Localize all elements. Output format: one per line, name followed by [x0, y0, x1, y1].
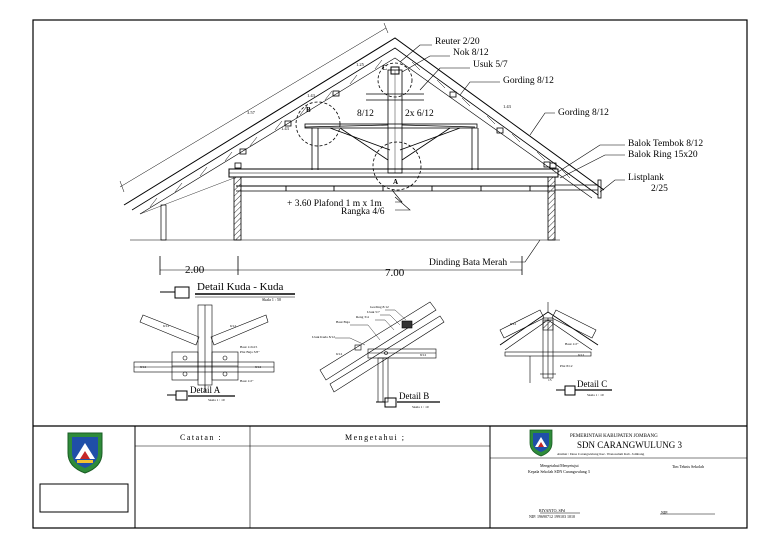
- svg-text:Plat Baja 3/8": Plat Baja 3/8": [240, 350, 260, 354]
- label-balok-tembok: Balok Tembok 8/12: [628, 139, 703, 149]
- mengetahui-label: Mengetahui ;: [345, 433, 405, 442]
- drawing-title-block: Detail Kuda - Kuda Skala 1 : 50: [160, 281, 295, 302]
- detail-c-caption: Detail C Skala 1 : 10: [556, 379, 612, 397]
- nip-kepala: NIP. 19690712 199103 1010: [529, 514, 575, 519]
- school-name: SDN CARANGWULUNG 3: [577, 440, 682, 450]
- detail-a-title: Detail A: [190, 385, 221, 395]
- marker-b: B: [306, 106, 311, 114]
- dim-main: 7.00: [385, 267, 405, 279]
- svg-text:8/12: 8/12: [140, 365, 146, 369]
- label-reuter: Reuter 2/20: [435, 37, 480, 47]
- nama-kepala: RIYANTO, SPd: [539, 508, 565, 514]
- sheet-border: [32, 19, 748, 529]
- svg-text:6/12: 6/12: [163, 324, 169, 328]
- label-plafond: + 3.60 Plafond 1 m x 1m: [287, 198, 382, 209]
- catatan-label: Catatan :: [180, 433, 222, 442]
- titleblock-text: Catatan : Mengetahui ; PEMERINTAH KABUPA…: [180, 433, 704, 519]
- detail-b-scale: Skala 1 : 10: [412, 405, 429, 409]
- detail-b-label-0: Gording 8/12: [370, 305, 389, 309]
- marker-c: C: [382, 64, 387, 72]
- label-nok: Nok 8/12: [453, 48, 489, 58]
- svg-text:Baut 1/2": Baut 1/2": [240, 379, 254, 383]
- svg-text:8/12: 8/12: [255, 365, 261, 369]
- label-rangka: Rangka 4/6: [341, 207, 385, 217]
- nip-tim: NIP.: [661, 510, 668, 515]
- alamat-label: Alamat : Desa Carangwulung Kec. Wonosala…: [557, 452, 644, 456]
- svg-text:15: 15: [548, 378, 552, 382]
- label-balok-ring: Balok Ring 15x20: [628, 150, 698, 160]
- label-usuk: Usuk 5/7: [473, 60, 508, 70]
- svg-text:8/12: 8/12: [420, 353, 426, 357]
- detail-c: Baut 1/2" Plat 8/12 6/12 8/12 15: [499, 302, 599, 383]
- label-dinding: Dinding Bata Merah: [429, 258, 507, 268]
- dim-left: 2.00: [185, 264, 205, 276]
- label-2x612: 2x 6/12: [405, 109, 434, 119]
- detail-c-scale: Skala 1 : 10: [587, 393, 604, 397]
- dim-rafter-5: 1.43: [503, 104, 512, 109]
- drawing-scale: Skala 1 : 50: [262, 297, 281, 302]
- roof-labels: Reuter 2/20 Nok 8/12 Usuk 5/7 Gording 8/…: [185, 37, 703, 279]
- dim-rafter-4: 3.57: [247, 110, 256, 115]
- detail-b-label-3: Baut Baja: [336, 320, 350, 324]
- svg-text:Baut 1/2": Baut 1/2": [565, 342, 579, 346]
- detail-a-caption: Detail A Skala 1 : 10: [167, 385, 235, 402]
- detail-b-label-1: Usuk 5/7: [367, 310, 380, 314]
- dim-rafter-2: 1.43: [307, 93, 316, 98]
- titleblock: [39, 426, 747, 528]
- detail-b: Gording 8/12 Usuk 5/7 Reng 3/4 Baut Baja…: [312, 301, 445, 403]
- detail-b-label-2: Reng 3/4: [356, 315, 369, 319]
- svg-text:Plat 8/12: Plat 8/12: [560, 364, 573, 368]
- label-gording-2: Gording 8/12: [558, 108, 609, 118]
- detail-a-scale: Skala 1 : 10: [208, 398, 225, 402]
- label-listplank: Listplank: [628, 173, 664, 183]
- svg-text:Baut 1/2x15: Baut 1/2x15: [240, 345, 257, 349]
- roof-truss-section: [119, 22, 625, 275]
- marker-a: A: [393, 178, 398, 186]
- tim-teknis: Tim Teknis Sekolah: [672, 464, 704, 469]
- detail-c-title: Detail C: [577, 379, 607, 389]
- svg-text:6/12: 6/12: [336, 352, 342, 356]
- drawing-title: Detail Kuda - Kuda: [197, 281, 284, 293]
- dim-rafter-1: 1.25: [356, 62, 365, 67]
- regency-logo: [67, 432, 103, 474]
- mengetahui-menyetujui: Mengetahui/Menyetujui: [540, 463, 580, 468]
- svg-text:6/12: 6/12: [578, 353, 584, 357]
- label-812: 8/12: [357, 109, 374, 119]
- detail-b-caption: Detail B Skala 1 : 10: [376, 391, 440, 409]
- detail-b-label-4: Usuk Kuda 8/12: [312, 335, 335, 339]
- pemerintah-label: PEMERINTAH KABUPATEN JOMBANG: [570, 434, 658, 439]
- dim-rafter-3: 1.43: [281, 126, 290, 131]
- label-gording-1: Gording 8/12: [503, 76, 554, 86]
- detail-b-title: Detail B: [399, 391, 429, 401]
- svg-text:8/12: 8/12: [510, 322, 516, 326]
- kepala-sekolah: Kepala Sekolah SDN Carangwulung 3: [528, 469, 590, 474]
- label-listplank-size: 2/25: [651, 184, 668, 194]
- regency-logo-small: [529, 429, 553, 457]
- svg-text:6/12: 6/12: [230, 324, 236, 328]
